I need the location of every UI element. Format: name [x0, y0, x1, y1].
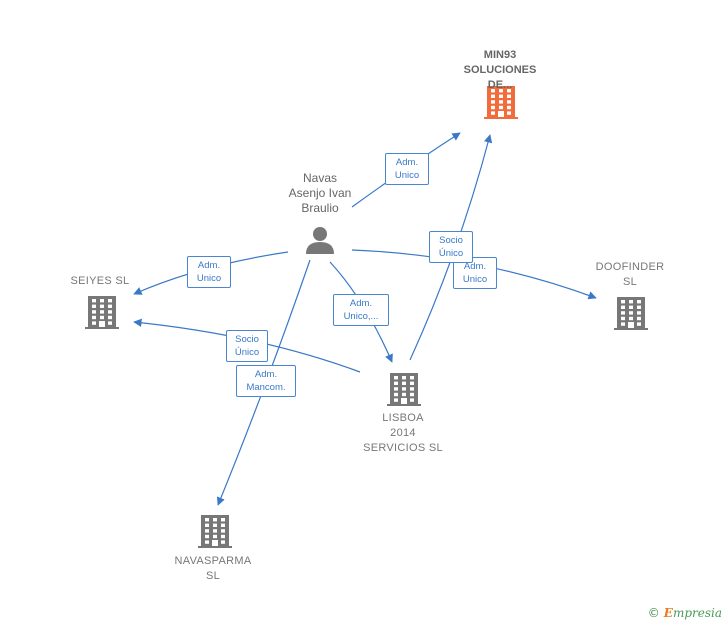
- edge-label-person-min93: Adm. Unico: [385, 153, 429, 185]
- edge-label-lisboa-seiyes: Socio Único: [226, 330, 268, 362]
- person-name-label[interactable]: Navas Asenjo Ivan Braulio: [288, 171, 352, 215]
- brand-footer: ©Empresia: [648, 606, 722, 620]
- building-icon[interactable]: [614, 297, 648, 330]
- company-min93-label[interactable]: MIN93 SOLUCIONES DE...: [463, 49, 537, 91]
- edge-label-lisboa-min93: Socio Único: [429, 231, 473, 263]
- building-icon[interactable]: [484, 86, 518, 119]
- copyright-symbol: ©: [647, 606, 660, 620]
- building-icon[interactable]: [85, 296, 119, 329]
- edge-label-person-lisboa: Adm. Unico,...: [333, 294, 389, 326]
- edge-label-person-navasparma: Adm. Mancom.: [236, 365, 296, 397]
- company-navasparma-label[interactable]: NAVASPARMA SL: [174, 555, 252, 582]
- brand-name: mpresia: [672, 606, 722, 620]
- company-seiyes-label[interactable]: SEIYES SL: [70, 275, 130, 287]
- brand-initial: E: [663, 606, 673, 620]
- building-icon[interactable]: [198, 515, 232, 548]
- building-icon[interactable]: [387, 373, 421, 406]
- company-doofinder-label[interactable]: DOOFINDER SL: [595, 261, 665, 288]
- person-icon[interactable]: [306, 227, 334, 254]
- company-lisboa-label[interactable]: LISBOA 2014 SERVICIOS SL: [363, 412, 443, 454]
- edge-label-person-seiyes: Adm. Unico: [187, 256, 231, 288]
